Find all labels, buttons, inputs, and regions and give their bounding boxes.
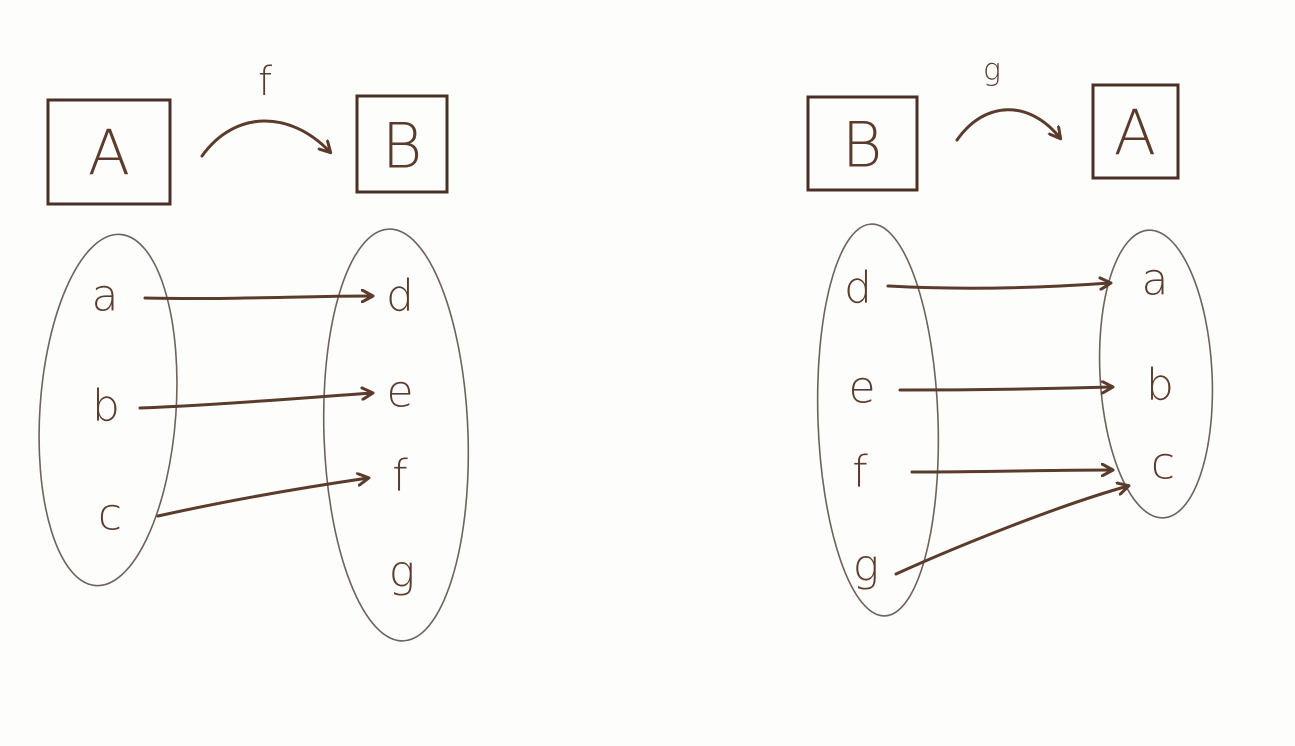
element-g: g [389,547,415,598]
function-f-arrow [200,119,330,158]
element-f: f [392,451,408,502]
set-b-label: B [382,110,423,183]
set-b-box-right [806,95,919,192]
domain-oval-right [816,223,940,617]
function-f-label: f [258,59,272,105]
element-e-right: e [848,363,875,414]
codomain-oval-right [1098,229,1214,519]
right-diagram: B g A d e f g a b c [806,53,1214,617]
element-c: c [98,490,122,541]
element-d-right: d [844,263,872,314]
arrow-c-to-f [156,478,368,518]
element-c-right: c [1151,439,1175,490]
function-g-arrow [955,108,1060,142]
arrow-b-to-e [138,393,372,410]
set-a-label-right: A [1114,97,1156,170]
set-b-label-right: B [842,109,883,182]
element-e: e [386,367,413,418]
arrow-d-to-a [886,283,1110,288]
left-diagram: A f B a b c d e f g [38,59,470,642]
element-b: b [92,381,120,432]
arrow-g-to-c [894,486,1128,576]
set-a-box [46,98,172,206]
element-a-right: a [1142,255,1169,306]
set-b-box [355,94,449,194]
element-a: a [92,271,119,322]
set-a-label: A [88,117,130,190]
arrow-e-to-b [898,387,1112,390]
set-a-box-right [1091,83,1180,180]
arrow-a-to-d [143,296,372,299]
element-b-right: b [1146,360,1174,411]
function-g-label: g [983,53,1001,88]
arrow-f-to-c [910,470,1112,472]
element-f-right: f [852,447,868,498]
codomain-oval [322,228,470,642]
domain-oval [38,233,178,587]
element-g-right: g [853,541,879,592]
element-d: d [386,271,414,322]
